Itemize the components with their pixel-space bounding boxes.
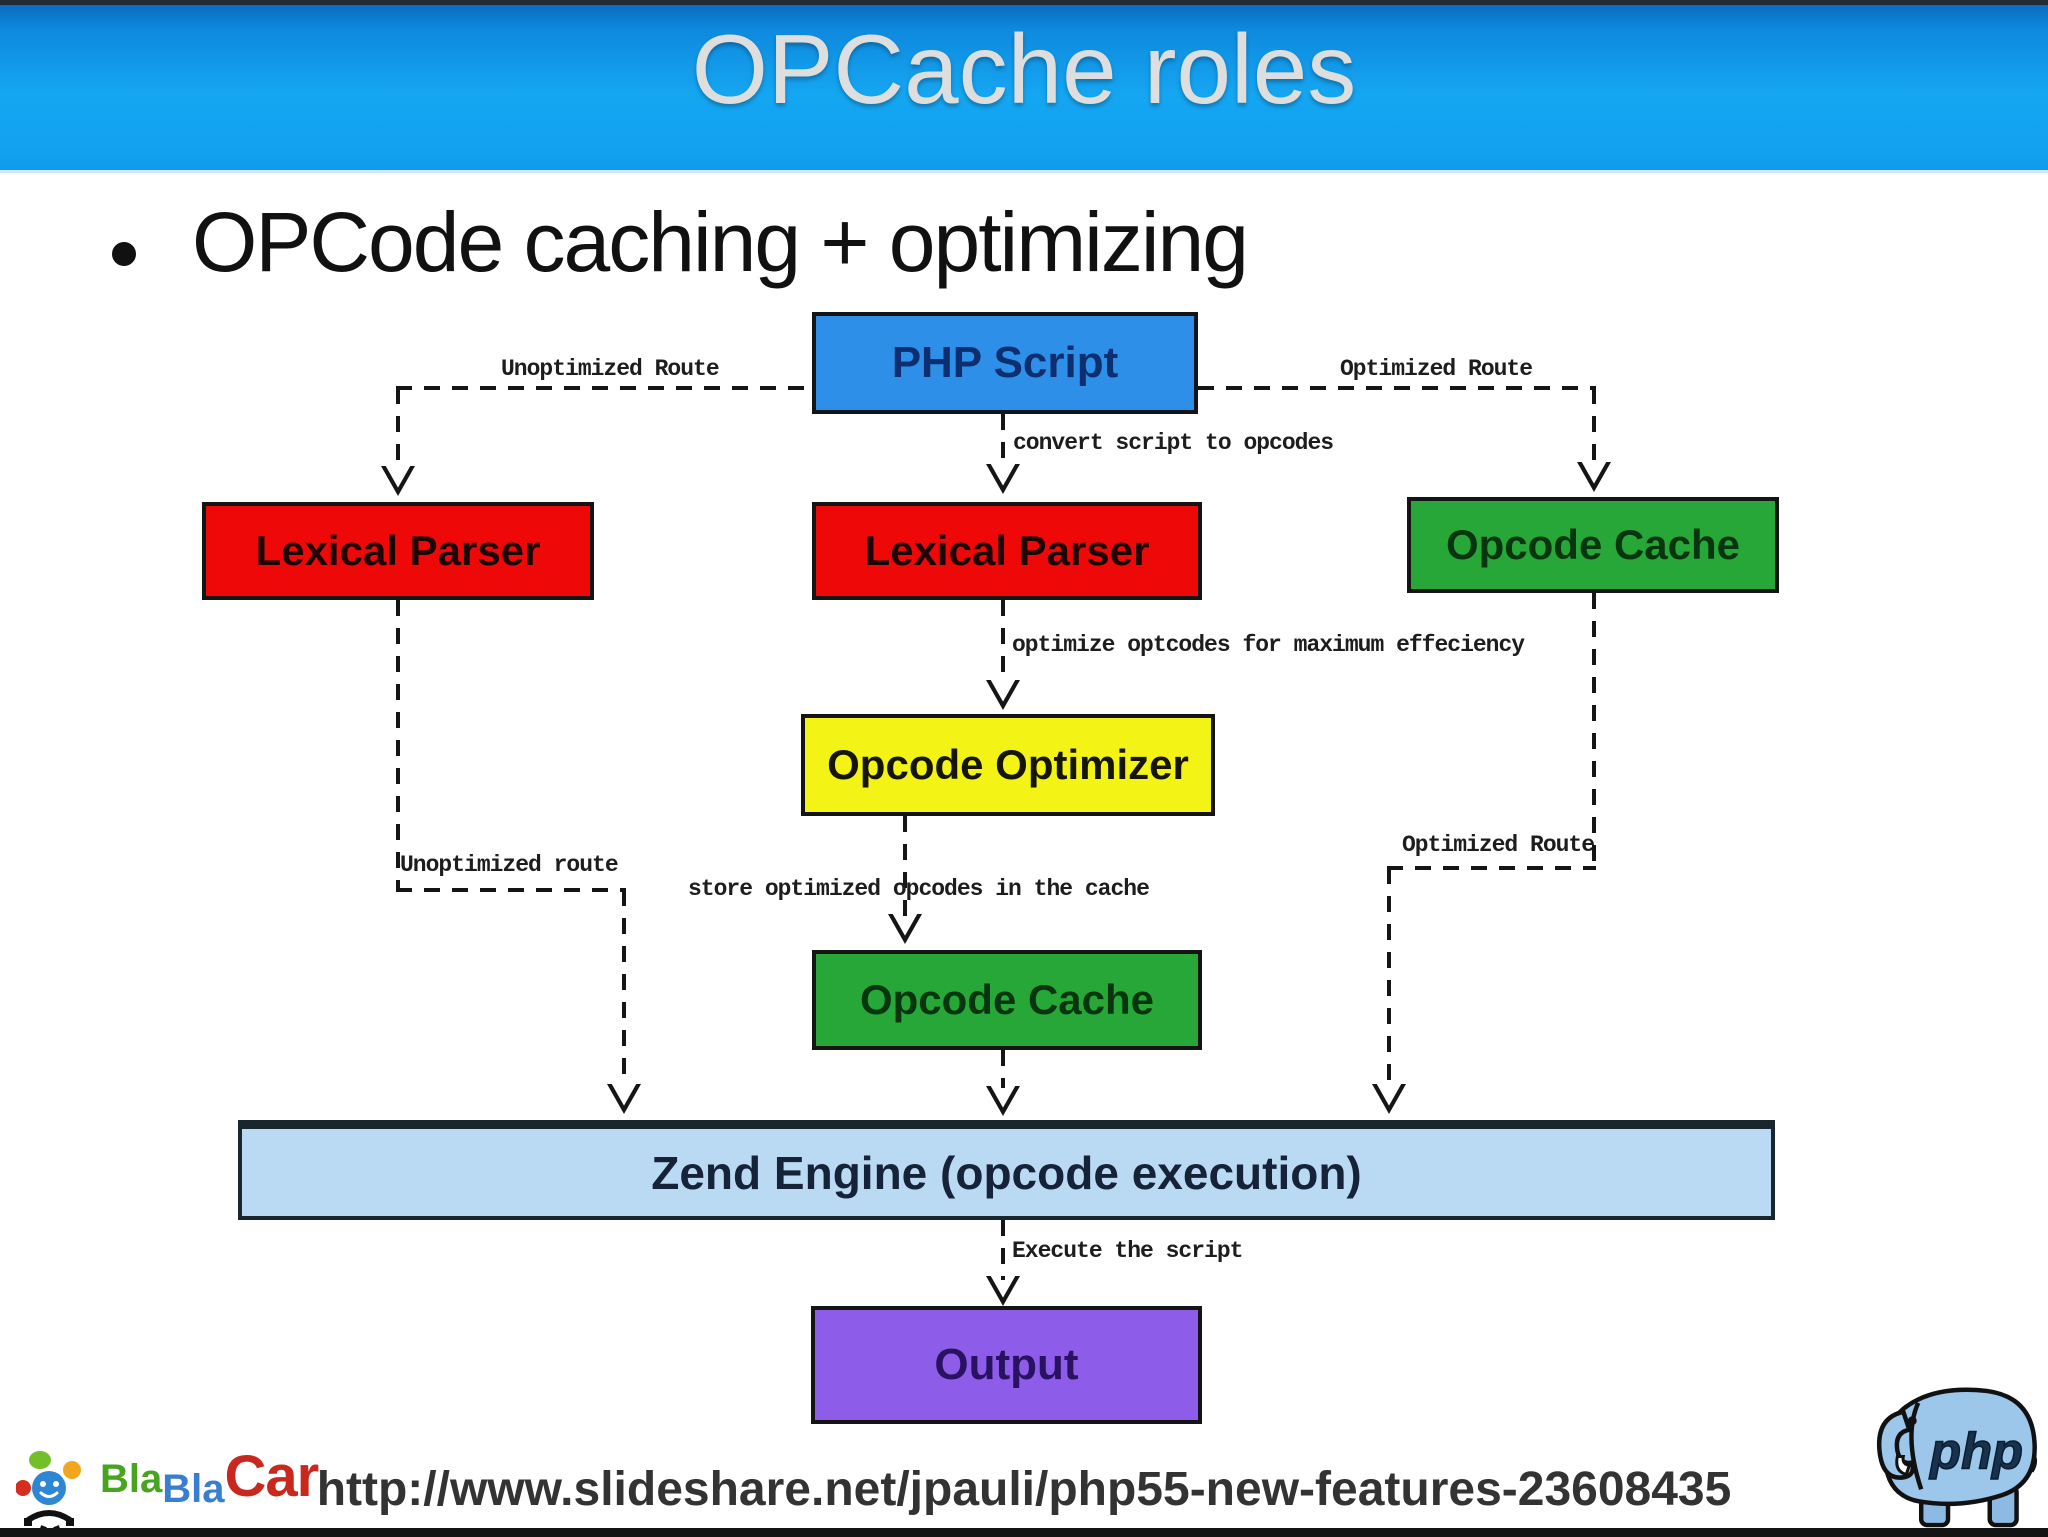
node-opcode-cache-right: Opcode Cache (1407, 497, 1779, 593)
blablacar-bla1: Bla (100, 1457, 163, 1501)
edge-convert (1001, 414, 1005, 466)
edge-execute (1001, 1220, 1005, 1280)
edge-optimized-bottom-v2 (1387, 868, 1391, 1086)
edge-unoptimized-top-h (396, 386, 812, 390)
edge-unoptimized-top-v (396, 388, 400, 470)
edge-unoptimized-bottom-h (396, 888, 626, 892)
header-bar: OPCache roles (0, 0, 2048, 170)
slideshare-url: http://www.slideshare.net/jpauli/php55-n… (316, 1463, 1732, 1516)
edge-optimize (1001, 600, 1005, 682)
arrow-down-icon (986, 1086, 1020, 1116)
php-elephant-icon: php (1876, 1387, 2038, 1528)
blablacar-wordmark: BlaBlaCar (100, 1448, 319, 1511)
edge-label-unoptimized-route-top: Unoptimized Route (501, 356, 720, 382)
edge-label-unoptimized-route-bottom: Unoptimized route (400, 852, 619, 878)
php-logo-text: php (1928, 1422, 2023, 1479)
node-opcode-cache-center: Opcode Cache (812, 950, 1202, 1050)
edge-optimized-bottom-v1 (1592, 593, 1596, 868)
arrow-down-icon (986, 680, 1020, 710)
node-output: Output (811, 1306, 1202, 1424)
edge-optimized-bottom-h (1387, 866, 1596, 870)
edge-label-optimize: optimize optcodes for maximum effeciency (1012, 632, 1525, 658)
node-lexical-parser-center: Lexical Parser (812, 502, 1202, 600)
edge-label-execute: Execute the script (1012, 1238, 1243, 1264)
edge-label-optimized-route-top: Optimized Route (1340, 356, 1533, 382)
edge-cache-to-zend (1001, 1050, 1005, 1088)
edge-unoptimized-bottom-v1 (396, 600, 400, 888)
blablacar-logo: BlaBlaCar (16, 1448, 319, 1534)
blablacar-car: Car (224, 1444, 320, 1509)
arrow-down-icon (986, 1276, 1020, 1306)
arrow-down-icon (1577, 462, 1611, 492)
bottom-border (0, 1528, 2048, 1537)
node-php-script: PHP Script (812, 312, 1198, 414)
arrow-down-icon (888, 914, 922, 944)
edge-label-optimized-route-bottom: Optimized Route (1402, 832, 1595, 858)
arrow-down-icon (986, 464, 1020, 494)
edge-unoptimized-bottom-v2 (622, 890, 626, 1086)
node-zend-engine: Zend Engine (opcode execution) (238, 1120, 1775, 1220)
blablacar-icon (16, 1451, 81, 1533)
arrow-down-icon (381, 466, 415, 496)
arrow-down-icon (607, 1084, 641, 1114)
edge-optimized-top-h (1198, 386, 1596, 390)
arrow-down-icon (1372, 1084, 1406, 1114)
node-lexical-parser-left: Lexical Parser (202, 502, 594, 600)
blablacar-bla2: Bla (162, 1467, 225, 1511)
page-title: OPCache roles (691, 14, 1357, 124)
bullet-icon (112, 242, 136, 266)
edge-label-store: store optimized opcodes in the cache (688, 876, 1150, 902)
edge-label-convert: convert script to opcodes (1013, 430, 1334, 456)
edge-optimized-top-v (1592, 388, 1596, 464)
node-opcode-optimizer: Opcode Optimizer (801, 714, 1215, 816)
bullet-text: OPCode caching + optimizing (192, 195, 1249, 289)
edge-store (903, 816, 907, 916)
